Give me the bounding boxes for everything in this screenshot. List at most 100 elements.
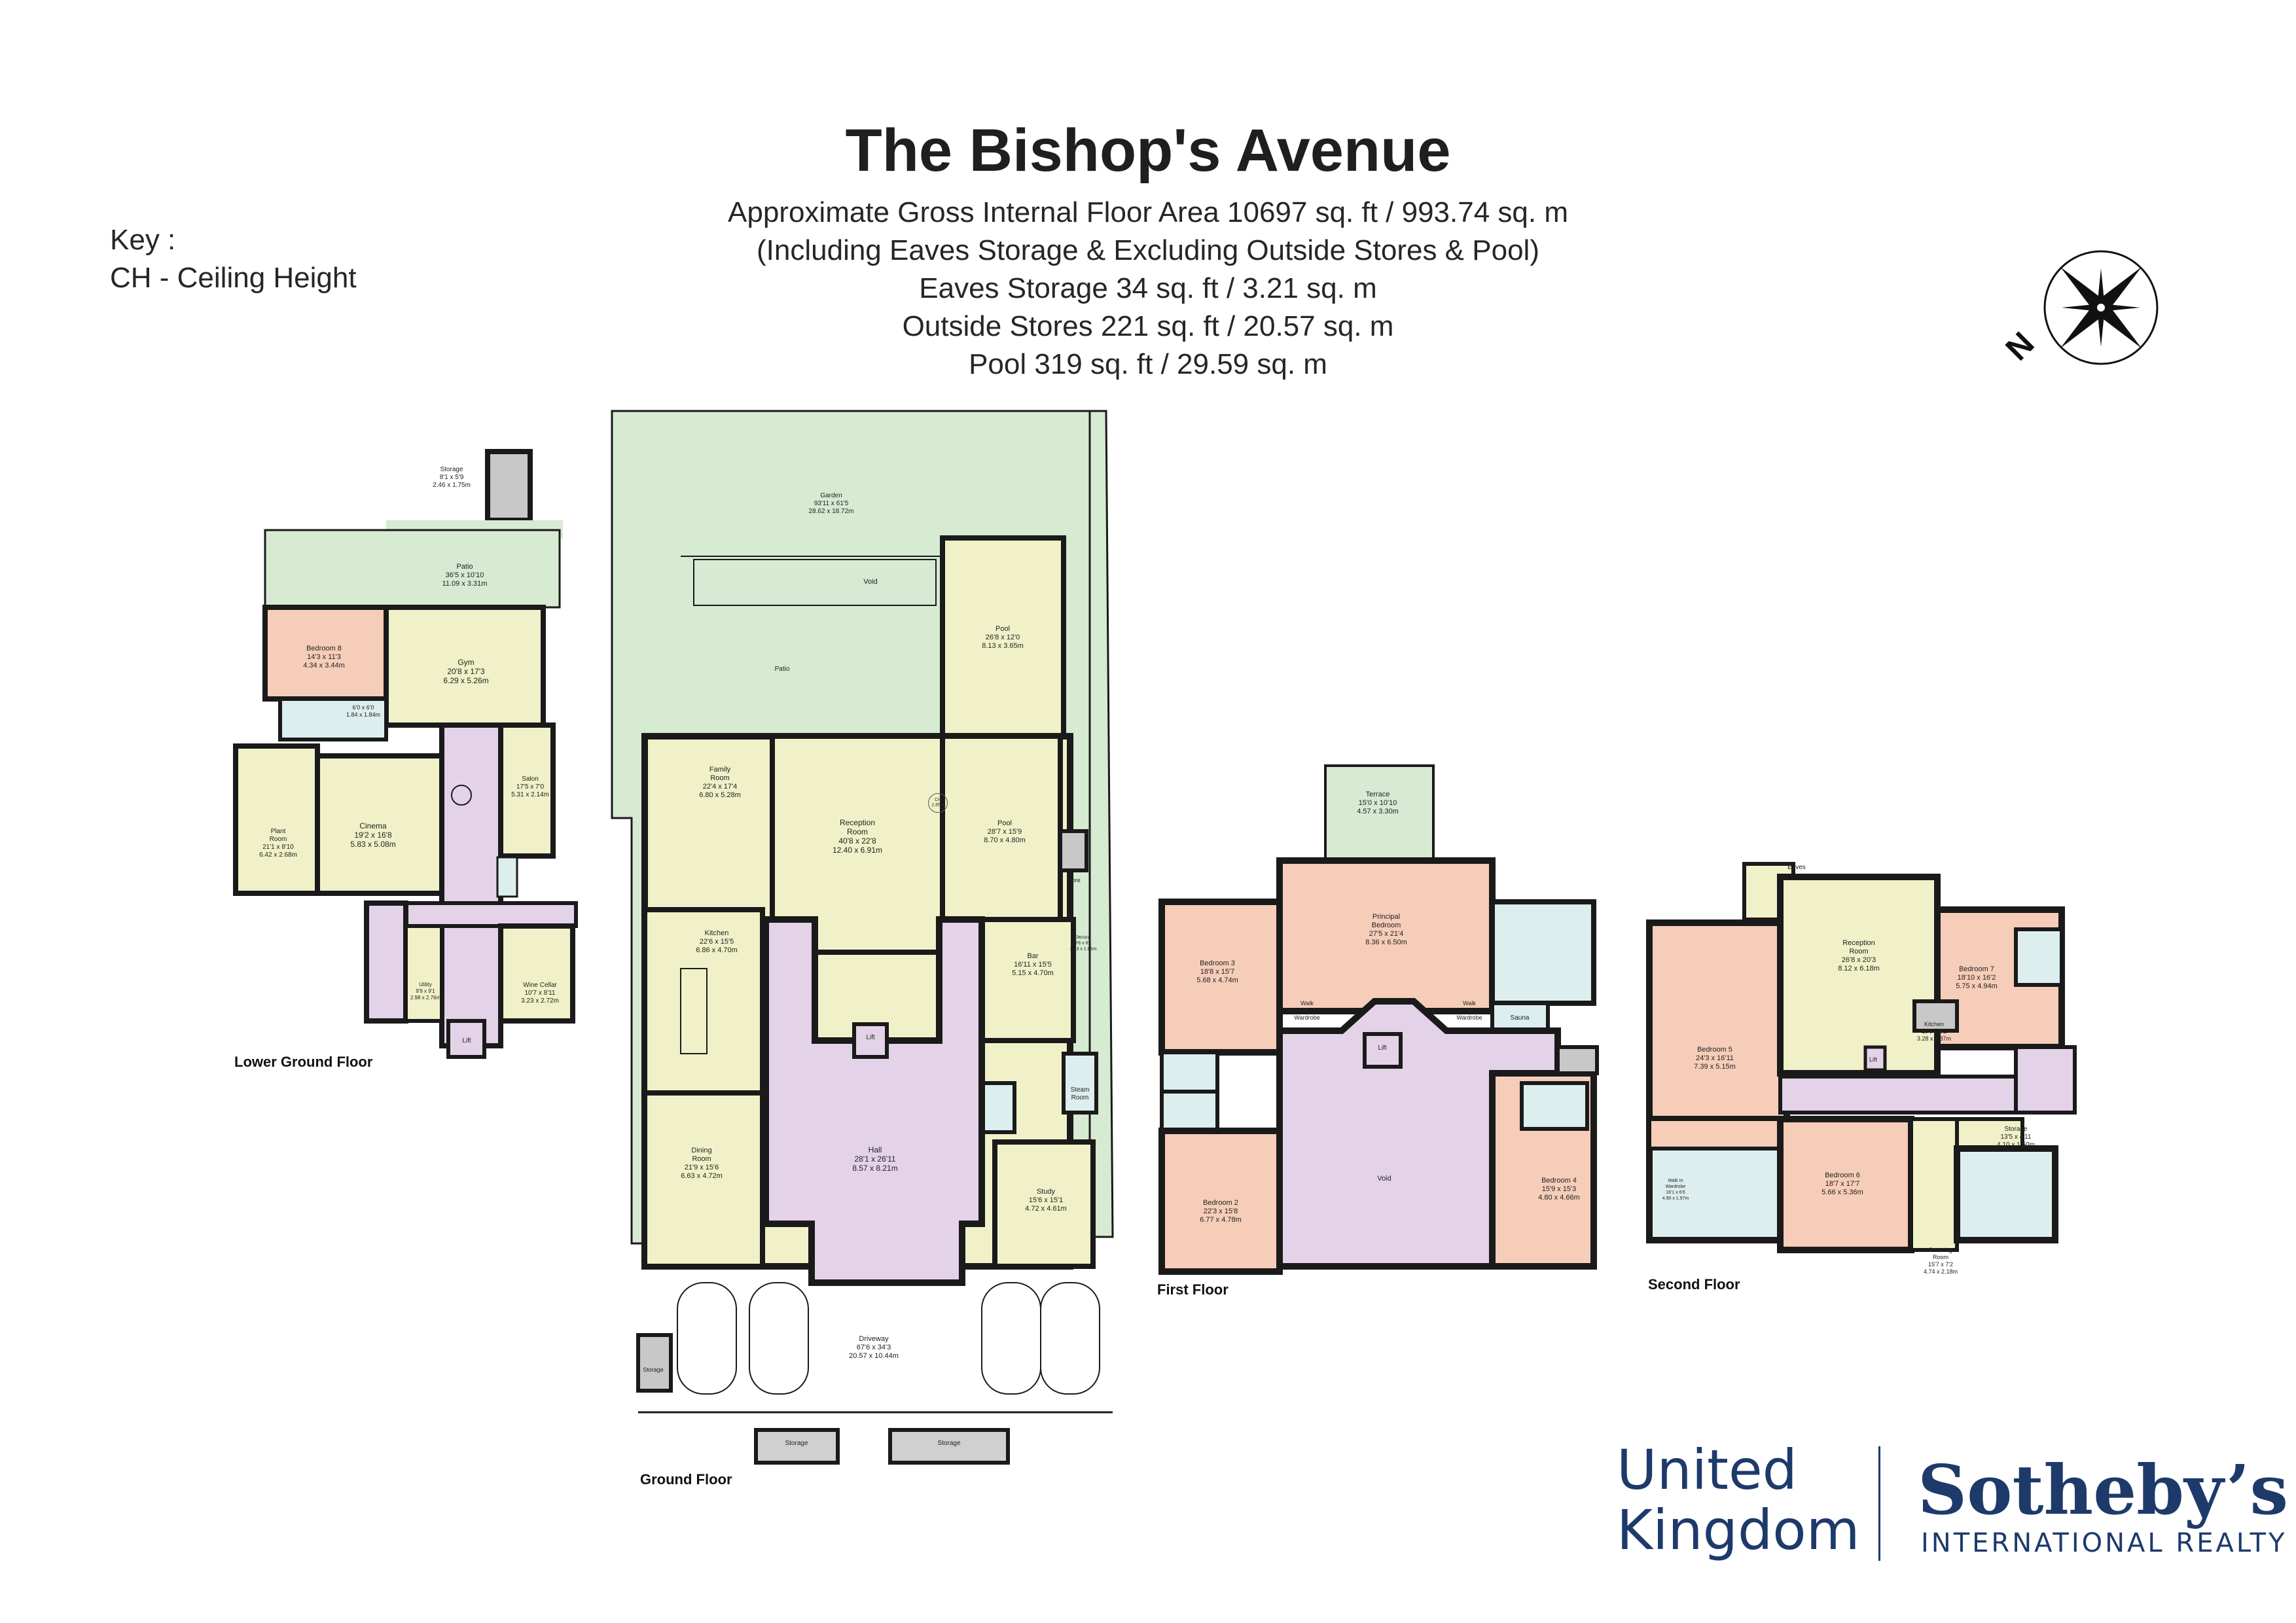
room-label-g-storage-left: Storage [601, 1366, 706, 1374]
room-label-line: 6.77 x 4.78m [1200, 1216, 1242, 1224]
room-label-line: 22'4 x 17'4 [702, 783, 738, 791]
room-label-g-storage-b: Storage [897, 1440, 1001, 1448]
room-label-line: 28.62 x 18.72m [808, 508, 854, 515]
room-label-line: Cinema [359, 821, 387, 830]
room-label-line: 9'9 x 9'1 [416, 988, 435, 994]
room-label-line: 8'1 x 5'9 [439, 474, 464, 481]
room-label-line: 93'11 x 61'5 [814, 500, 849, 507]
room-label-line: 8.70 x 4.80m [984, 836, 1026, 844]
room-label-line: 2.46 x 1.75m [433, 482, 471, 489]
room-label-line: Dining [691, 1147, 712, 1154]
room-label-line: 26'8 x 20'3 [1841, 956, 1876, 964]
room-label-line: Storage [785, 1440, 808, 1447]
room-label-line: 22'3 x 15'8 [1203, 1207, 1238, 1215]
room-label-line: Patio [774, 666, 790, 673]
room-label-line: Lift [1378, 1044, 1387, 1052]
first-floor-label: First Floor [1157, 1281, 1229, 1298]
room-label-line: 28'1 x 26'11 [854, 1154, 896, 1164]
room-label-s-lift: Lift [1821, 1056, 1926, 1063]
room-label-line: 13'5 x 4'11 [2000, 1133, 2032, 1141]
brand-region-line2: Kingdom [1617, 1498, 1860, 1562]
room-label-line: 27'5 x 21'4 [1369, 930, 1404, 938]
room-label-line: Jacuzzi [1075, 935, 1091, 940]
room-label-line: 1.84 x 1.84m [346, 711, 381, 718]
room-label-line: Study [1036, 1188, 1056, 1196]
room-label-line: 4.80 x 4.66m [1538, 1194, 1580, 1202]
room-label-line: 8.57 x 8.21m [852, 1164, 898, 1173]
room-label-line: 15'6 x 15'1 [1028, 1196, 1064, 1204]
room-label-line: 21'9 x 15'6 [684, 1164, 719, 1171]
room-label-lg-lift: Lift [414, 1037, 519, 1045]
room-label-line: 36'5 x 10'10 [445, 571, 484, 579]
room-label-line: 5.66 x 5.36m [1821, 1188, 1863, 1196]
room-label-line: 3.28 x 1.87m [1916, 1035, 1952, 1042]
room-label-line: Bedroom [1371, 921, 1401, 929]
room-label-line: Wardrobe [1665, 1185, 1686, 1189]
plan-title: The Bishop's Avenue [845, 117, 1451, 184]
room-label-line: 2.98 x 2.76m [410, 995, 441, 1001]
room-label-line: Hall [868, 1145, 882, 1154]
room-label-line: 6.63 x 4.72m [681, 1172, 723, 1180]
room-label-line: Room [1849, 948, 1869, 955]
room-label-g-patio: Patio [730, 666, 834, 673]
ground-floor-plan [611, 410, 1114, 1465]
room-label-line: 6'0 x 6'0 [352, 704, 374, 711]
room-label-line: Wardrobe [1294, 1014, 1320, 1021]
second-floor-plan [1646, 862, 2077, 1253]
room-label-line: 40'8 x 22'8 [838, 836, 876, 846]
room-label-line: 12.40 x 6.91m [832, 846, 883, 855]
compass-rose-icon [2043, 250, 2159, 365]
room-label-line: 4.90 x 1.97m [1662, 1196, 1689, 1201]
inclusions-line: (Including Eaves Storage & Excluding Out… [757, 234, 1539, 266]
room-label-line: 11.09 x 3.31m [442, 580, 488, 588]
ground-floor-label: Ground Floor [640, 1471, 732, 1488]
room-label-line: Reception [839, 818, 876, 827]
room-label-line: Principal [1372, 913, 1401, 921]
room-label-line: 14'3 x 11'3 [307, 653, 341, 661]
brand-region-line1: United [1617, 1438, 1797, 1502]
room-label-line: 18'10 x 16'2 [1957, 974, 1996, 982]
room-label-line: Storage [643, 1366, 664, 1373]
room-label-line: Bedroom 3 [1200, 959, 1235, 967]
brand-region: United Kingdom [1617, 1440, 1860, 1560]
room-label-g-storage-a: Storage [744, 1440, 849, 1448]
room-label-line: 6.42 x 2.68m [259, 851, 297, 859]
room-label-line: Eaves [1787, 864, 1806, 871]
room-label-line: 24'3 x 16'11 [1696, 1054, 1734, 1062]
pool-area-line: Pool 319 sq. ft / 29.59 sq. m [969, 348, 1327, 380]
room-label-line: 2.93 x 1.86m [1069, 947, 1097, 952]
room-label-line: 15'0 x 10'10 [1358, 799, 1397, 807]
room-label-line: 4.10 x 1.50m [1997, 1141, 2035, 1149]
room-label-line: 18'8 x 15'7 [1200, 968, 1235, 976]
room-label-line: Bedroom 7 [1959, 965, 1994, 973]
room-label-line: 4.74 x 2.18m [1923, 1268, 1958, 1275]
room-label-line: In [1467, 1007, 1472, 1014]
room-label-line: Bar [1027, 952, 1039, 960]
gross-area-line: Approximate Gross Internal Floor Area 10… [728, 196, 1568, 228]
room-label-line: 28'7 x 15'9 [987, 828, 1022, 836]
room-label-line: 10'9 x 6'2 [1922, 1028, 1946, 1035]
room-label-line: 67'6 x 34'3 [856, 1344, 891, 1351]
ceiling-height-badge: CH 2.85m [928, 793, 948, 813]
room-label-f-lift: Lift [1330, 1044, 1435, 1052]
room-label-line: Bedroom 4 [1541, 1177, 1577, 1185]
